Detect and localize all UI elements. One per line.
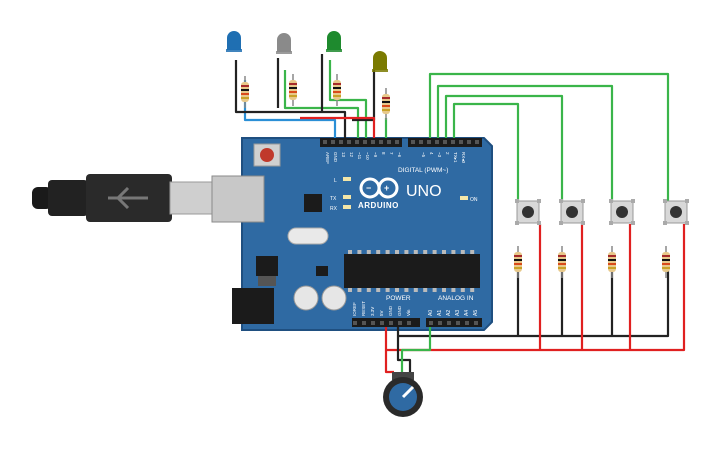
usb-port xyxy=(211,175,265,223)
led-rx-label: RX xyxy=(330,206,338,212)
wire-btn-3-signal xyxy=(436,84,614,204)
arduino-wordmark: ARDUINO xyxy=(358,201,399,210)
pin-label-top: ~9 xyxy=(373,152,378,158)
dc-jack xyxy=(232,288,274,324)
usb-chip xyxy=(304,194,322,212)
wire-5v-bus xyxy=(384,224,686,352)
pushbutton-3[interactable] xyxy=(609,199,635,225)
wire-pot-gnd xyxy=(396,336,412,372)
pin-label-analog: A1 xyxy=(437,310,443,316)
power-label: POWER xyxy=(386,295,411,302)
wire-ground-bus xyxy=(396,270,670,338)
led-l-label: L xyxy=(334,178,337,184)
voltage-regulator xyxy=(256,256,278,276)
pin-label-analog: A5 xyxy=(473,310,479,316)
pin-label-top: 2 xyxy=(445,152,450,155)
led-resistor-4[interactable] xyxy=(382,88,390,120)
led-resistor-1[interactable] xyxy=(241,76,249,108)
pin-label-top: 4 xyxy=(429,152,434,155)
pin-label-top: ~6 xyxy=(397,152,402,158)
wire-btn-2-signal xyxy=(444,94,564,204)
arduino-logo: − + xyxy=(359,177,399,199)
usb-cable xyxy=(32,174,215,222)
led-blue[interactable] xyxy=(226,31,242,52)
atmega-chip xyxy=(344,254,480,288)
pin-label-top: ~10 xyxy=(365,152,370,160)
wire-led-red xyxy=(300,116,376,138)
pin-label-top: AREF xyxy=(325,152,330,164)
pin-label-top: ~11 xyxy=(357,152,362,160)
svg-text:−: − xyxy=(366,183,371,193)
wire-led-ground xyxy=(234,60,347,138)
pin-label-top: GND xyxy=(333,152,338,163)
pin-label-power: Vin xyxy=(406,309,411,316)
led-resistor-2[interactable] xyxy=(289,74,297,106)
led-gray[interactable] xyxy=(276,33,292,54)
pin-label-analog: A2 xyxy=(446,310,452,316)
svg-text:+: + xyxy=(384,183,389,193)
wire-btn-4-signal xyxy=(428,72,670,204)
digital-label: DIGITAL (PWM~) xyxy=(398,167,448,174)
analog-header xyxy=(426,318,482,327)
pushbutton-2[interactable] xyxy=(559,199,585,225)
capacitor-1 xyxy=(293,285,319,311)
pin-label-top: 7 xyxy=(389,152,394,155)
pin-label-power: RESET xyxy=(361,301,366,316)
wires xyxy=(234,54,686,378)
potentiometer[interactable] xyxy=(383,372,423,417)
wire-pot-5v xyxy=(384,350,394,374)
button-resistor-3[interactable] xyxy=(608,246,616,278)
analog-label: ANALOG IN xyxy=(438,295,474,302)
pin-label-top: TX▸1 xyxy=(453,152,458,163)
pin-label-power: 3.3V xyxy=(370,307,375,316)
board-model: UNO xyxy=(406,183,442,200)
arduino-board[interactable]: L TX RX ON − + ARDUINO UNO DIGITAL (PWM~… xyxy=(211,137,493,331)
pin-label-analog: A3 xyxy=(455,310,461,316)
pin-label-power: GND xyxy=(388,305,393,316)
led-on-label: ON xyxy=(470,197,478,203)
crystal xyxy=(287,227,329,245)
power-header xyxy=(352,318,420,327)
pin-label-top: 12 xyxy=(349,152,354,158)
pushbutton-1[interactable] xyxy=(515,199,541,225)
digital-header-left xyxy=(320,138,402,147)
wire-btn-1-signal xyxy=(452,102,520,204)
pin-label-power: GND xyxy=(397,305,402,316)
pin-label-analog: A0 xyxy=(428,310,434,316)
pin-label-top: 8 xyxy=(381,152,386,155)
capacitor-2 xyxy=(321,285,347,311)
led-tx-label: TX xyxy=(330,196,337,202)
led-green[interactable] xyxy=(326,31,342,52)
pushbutton-4[interactable] xyxy=(663,199,689,225)
wire-pot-signal xyxy=(400,327,432,378)
button-resistor-4[interactable] xyxy=(662,246,670,278)
reset-button[interactable] xyxy=(260,148,274,162)
pin-label-top: 13 xyxy=(341,152,346,158)
button-resistor-1[interactable] xyxy=(514,246,522,278)
pin-label-analog: A4 xyxy=(464,310,470,316)
pin-label-top: ~5 xyxy=(421,152,426,158)
pin-label-power: 5V xyxy=(379,310,384,316)
led-yellow[interactable] xyxy=(372,51,388,72)
led-resistor-3[interactable] xyxy=(333,74,341,106)
pin-label-power: IOREF xyxy=(352,302,357,316)
pin-label-top: RX◂0 xyxy=(461,152,466,164)
pin-label-top: ~3 xyxy=(437,152,442,158)
button-resistor-2[interactable] xyxy=(558,246,566,278)
